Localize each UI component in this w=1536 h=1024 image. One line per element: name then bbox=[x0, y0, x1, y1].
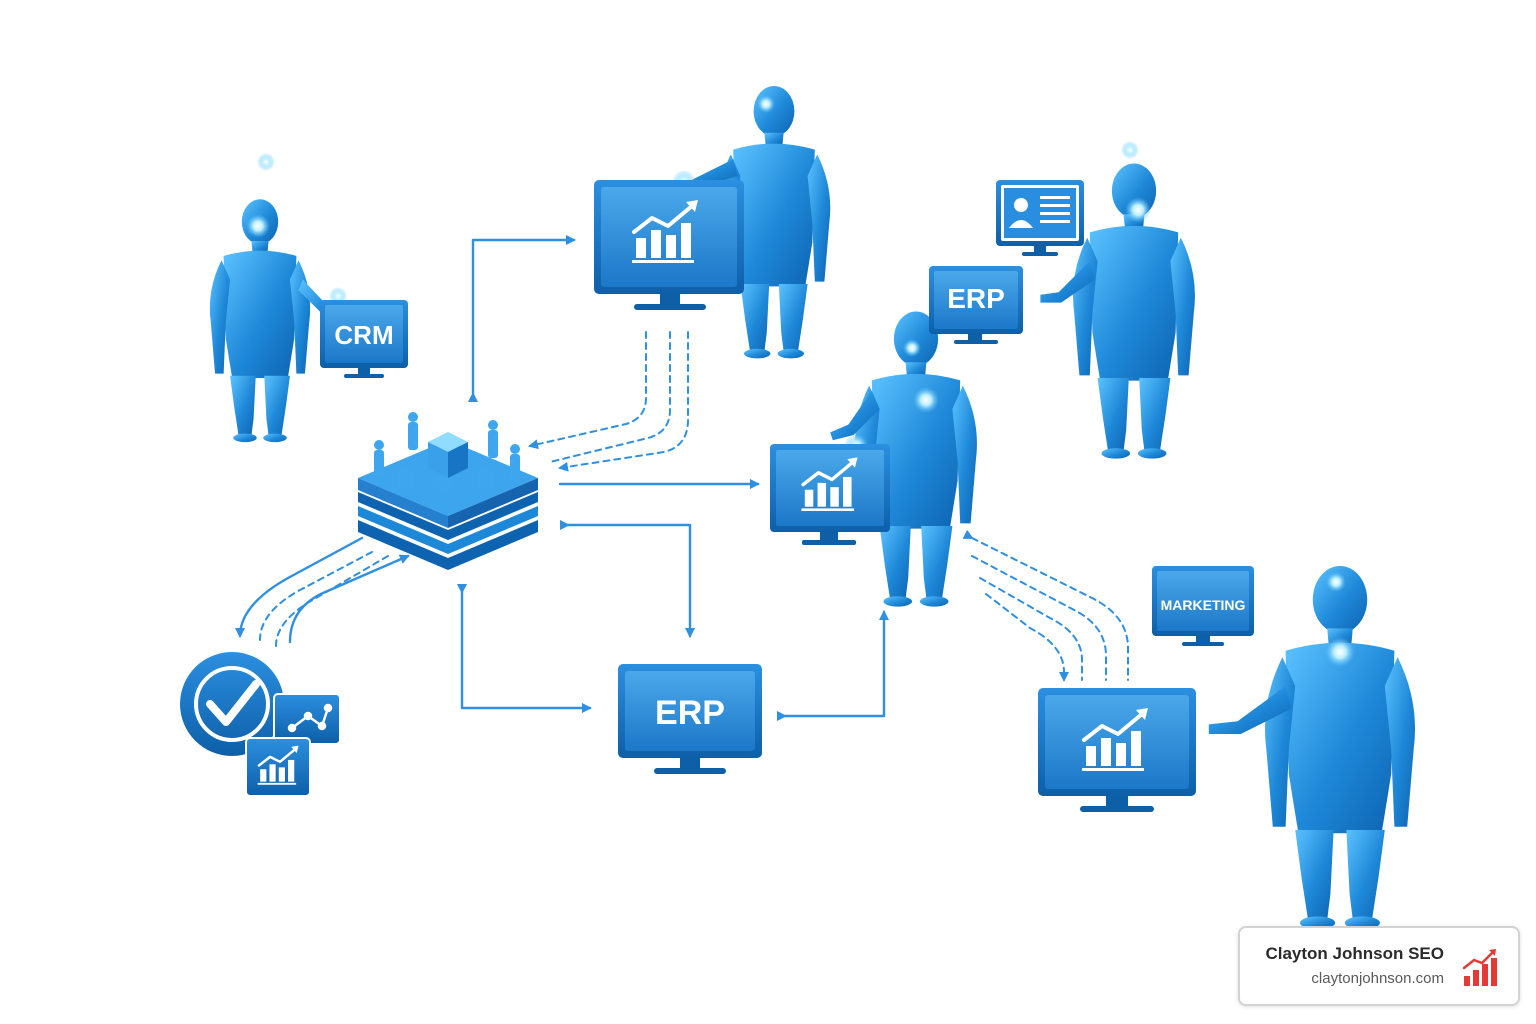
growth-chart-logo-icon bbox=[1462, 949, 1497, 986]
watermark-name: Clayton Johnson SEO bbox=[1265, 944, 1444, 963]
arrow-hub-to-top-monitor bbox=[468, 235, 576, 402]
integration-hub bbox=[358, 412, 538, 570]
monitor-crm: CRM bbox=[320, 300, 408, 378]
network-icon bbox=[287, 703, 333, 733]
monitor-erp-top-label: ERP bbox=[947, 283, 1005, 314]
monitor-erp-center-label: ERP bbox=[655, 694, 725, 732]
monitor-chart-top bbox=[594, 180, 744, 310]
watermark-card: Clayton Johnson SEO claytonjohnson.com bbox=[1238, 926, 1520, 1006]
monitor-marketing-label: MARKETING bbox=[1161, 597, 1246, 613]
arrow-erp-to-right bbox=[777, 610, 889, 721]
monitor-crm-label: CRM bbox=[334, 320, 393, 350]
monitor-erp-top: ERP bbox=[929, 266, 1023, 344]
monitor-marketing: MARKETING bbox=[1152, 566, 1254, 646]
arrow-badge-to-hub bbox=[288, 554, 410, 644]
arrow-hub-to-badge bbox=[235, 536, 364, 638]
person-marketing bbox=[1208, 566, 1416, 930]
person-center bbox=[830, 311, 977, 607]
flow-dashed bbox=[259, 331, 1129, 682]
monitor-profile bbox=[996, 180, 1084, 256]
monitor-chart-center bbox=[770, 444, 890, 545]
user-profile-icon bbox=[1009, 196, 1070, 228]
watermark-text: Clayton Johnson SEO claytonjohnson.com bbox=[1265, 944, 1444, 987]
monitor-chart-bottom bbox=[1038, 688, 1196, 812]
person-erp-top bbox=[1040, 163, 1195, 459]
flow-arrows bbox=[235, 235, 889, 721]
monitor-erp-center: ERP bbox=[618, 664, 762, 774]
analytics-badge bbox=[180, 652, 341, 797]
arrow-hub-down-to-erp bbox=[457, 584, 592, 713]
arrow-hub-to-erp bbox=[560, 520, 695, 638]
watermark-url: claytonjohnson.com bbox=[1311, 970, 1444, 987]
checkmark-icon bbox=[206, 680, 260, 726]
